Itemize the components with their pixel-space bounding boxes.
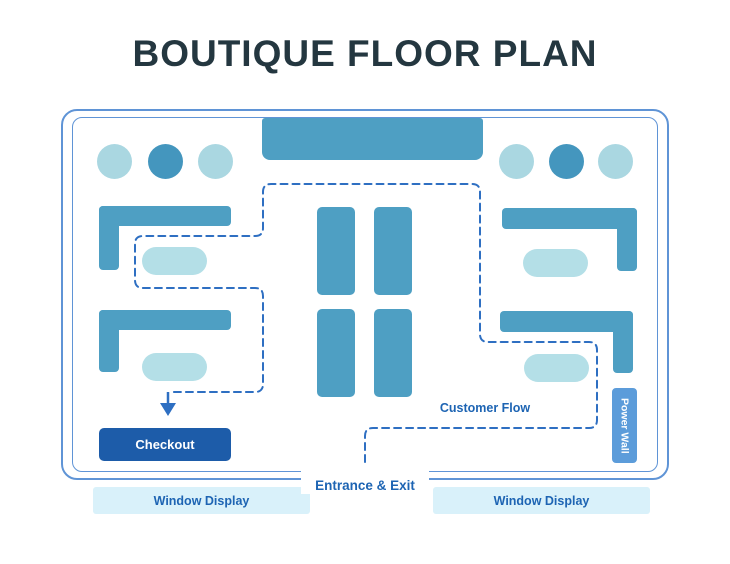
- mannequin-circle: [198, 144, 233, 179]
- checkout-label: Checkout: [135, 437, 195, 452]
- shelf-upper-right-leg: [617, 208, 637, 271]
- shelf-lower-right-leg: [613, 311, 633, 373]
- mannequin-circle: [598, 144, 633, 179]
- power-wall-label: Power Wall: [618, 397, 631, 454]
- display-table-pill: [523, 249, 588, 277]
- power-wall: Power Wall: [612, 388, 637, 463]
- display-table-pill: [142, 247, 207, 275]
- page-title: BOUTIQUE FLOOR PLAN: [132, 33, 598, 74]
- clothing-rack: [374, 309, 412, 397]
- clothing-rack: [317, 207, 355, 295]
- checkout-counter: Checkout: [99, 428, 231, 461]
- shelf-lower-left-leg: [99, 310, 119, 372]
- window-display-right-label: Window Display: [493, 493, 590, 508]
- window-display-right: Window Display: [433, 487, 650, 514]
- mannequin-circle: [97, 144, 132, 179]
- display-table-pill: [142, 353, 207, 381]
- mannequin-circle: [499, 144, 534, 179]
- display-table-pill: [524, 354, 589, 382]
- window-display-left-label: Window Display: [153, 493, 250, 508]
- entrance-exit-label: Entrance & Exit: [315, 478, 415, 493]
- entrance-gap: Entrance & Exit: [301, 464, 429, 494]
- top-display-wall: [262, 118, 483, 160]
- shelf-upper-left-leg: [99, 206, 119, 270]
- mannequin-circle: [549, 144, 584, 179]
- clothing-rack: [374, 207, 412, 295]
- clothing-rack: [317, 309, 355, 397]
- customer-flow-label: Customer Flow: [439, 401, 531, 415]
- window-display-left: Window Display: [93, 487, 310, 514]
- mannequin-circle: [148, 144, 183, 179]
